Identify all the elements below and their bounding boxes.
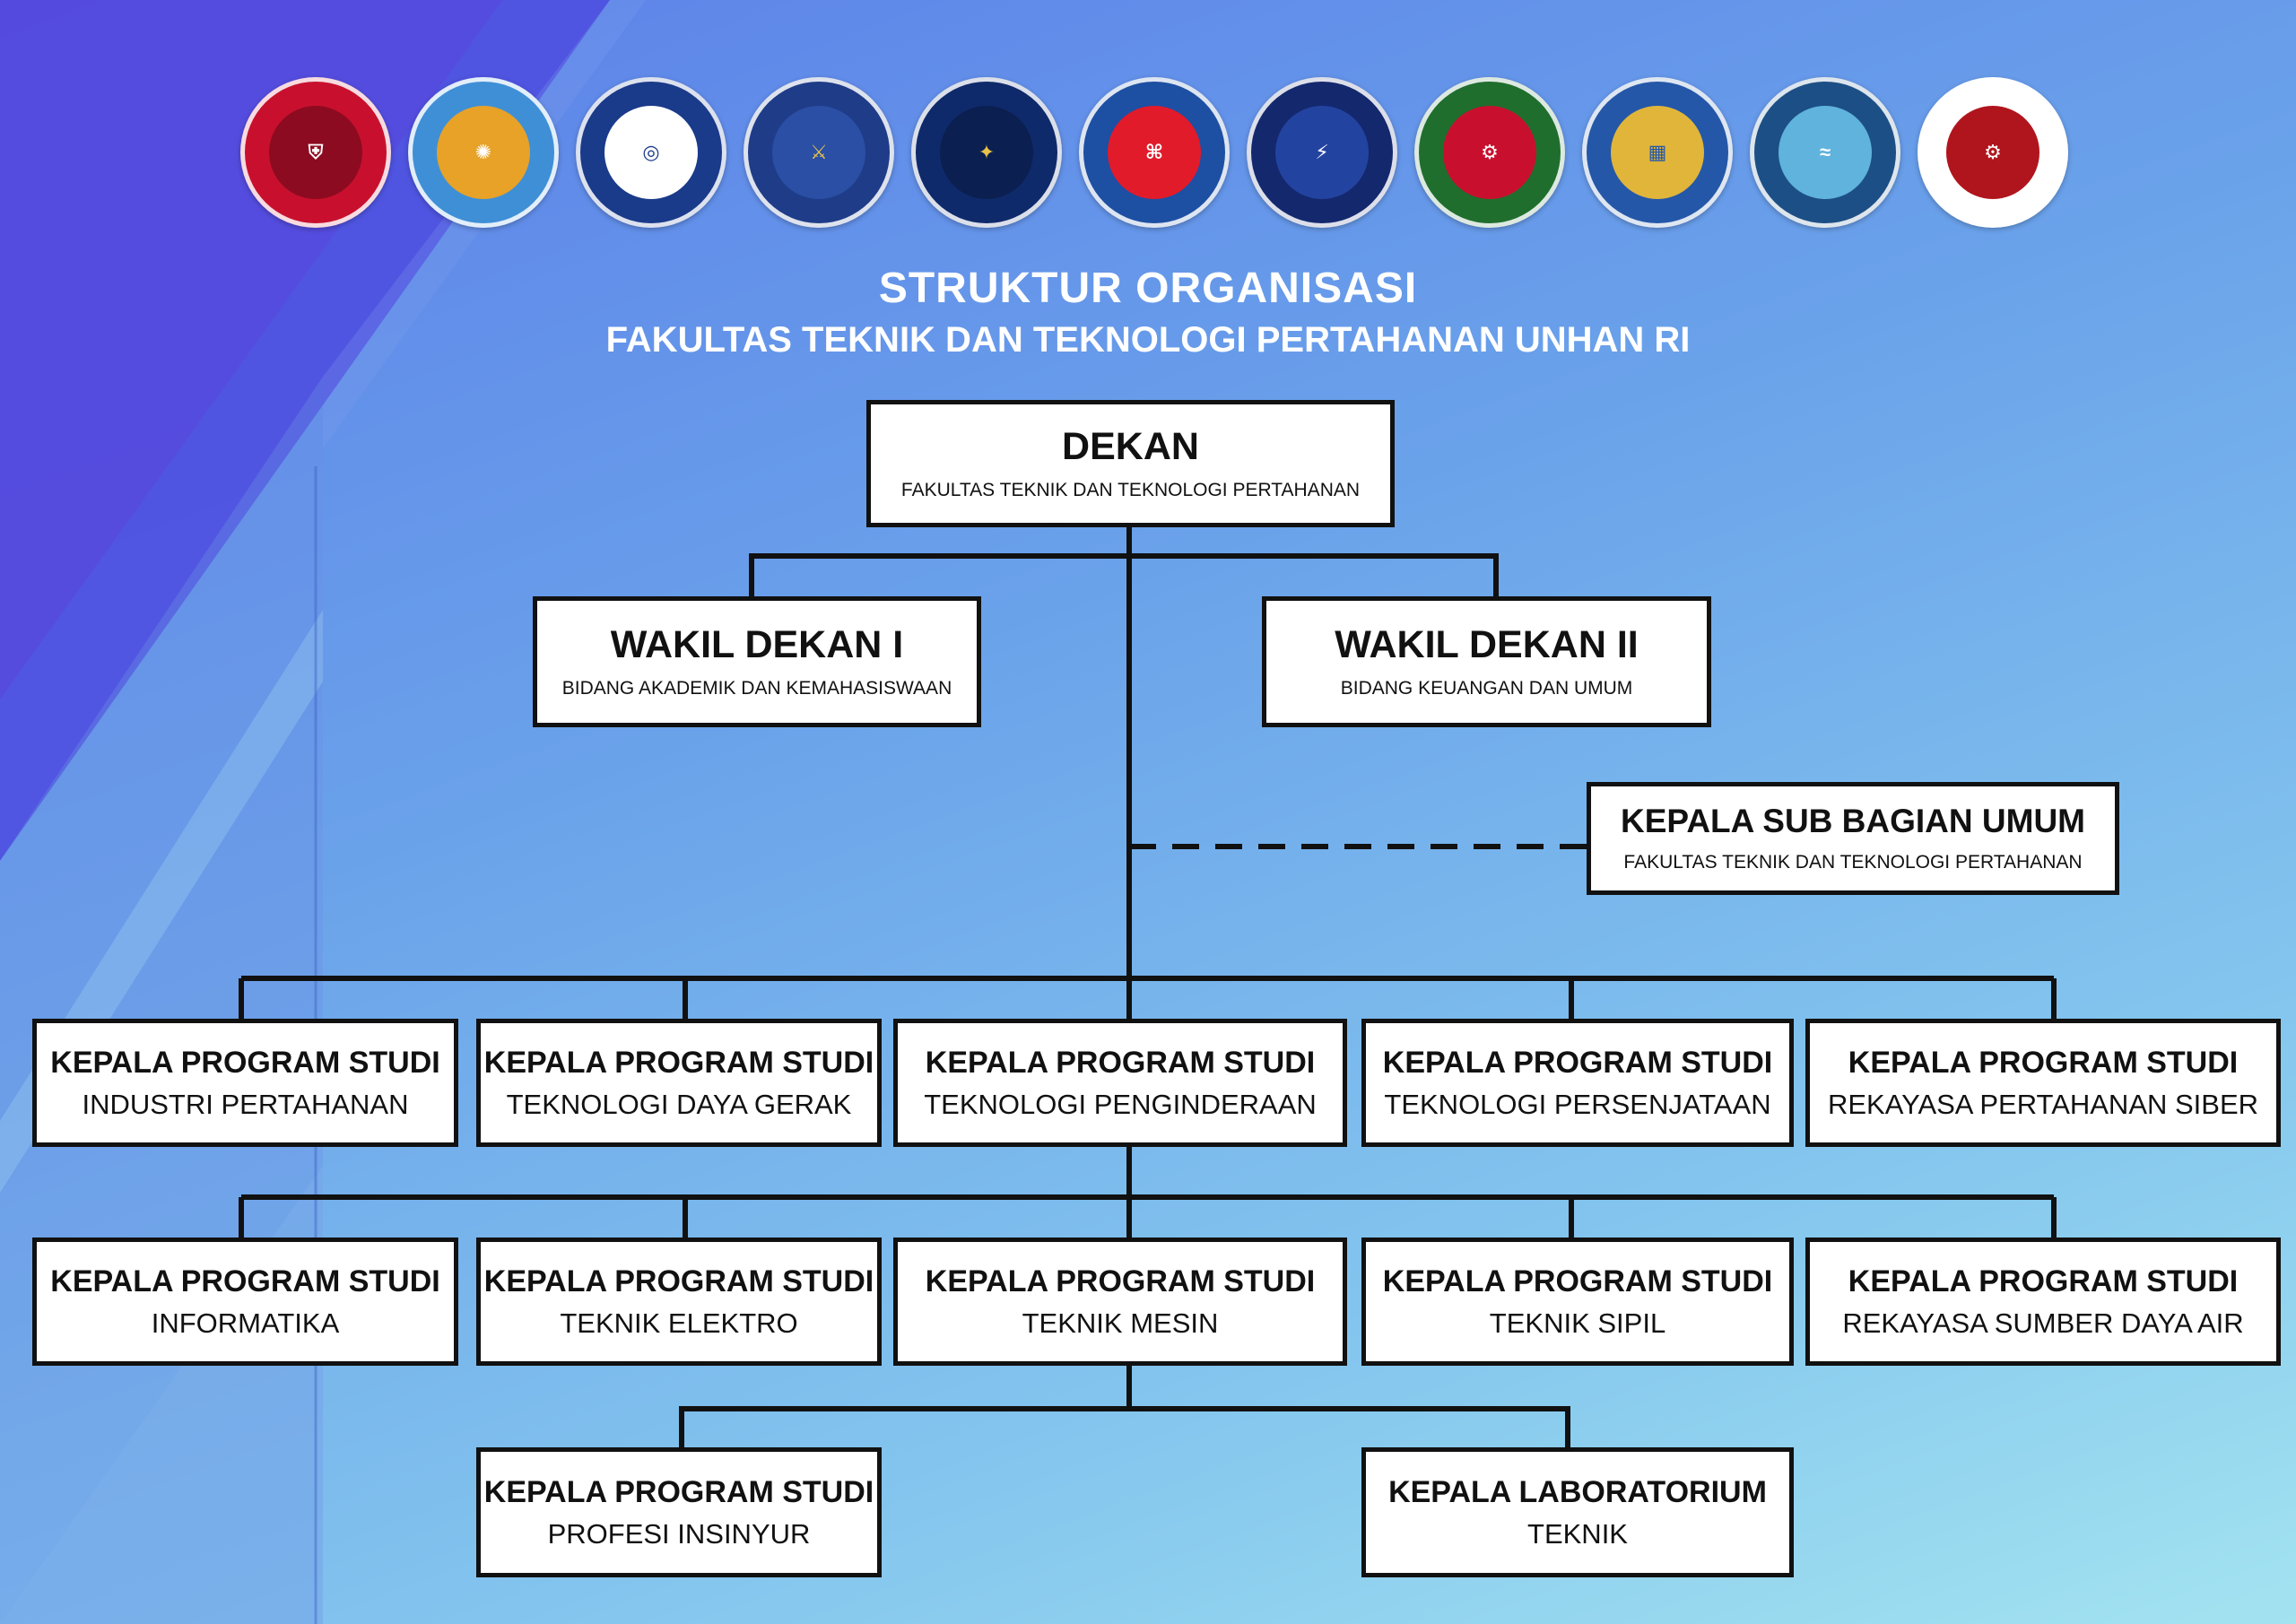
informatics-logo-icon: ⌘ (1079, 77, 1230, 228)
prodi-title: KEPALA PROGRAM STUDI (50, 1045, 440, 1080)
page-title-block: STRUKTUR ORGANISASI FAKULTAS TEKNIK DAN … (0, 264, 2296, 364)
engineer-profession-logo-icon: ⚙ (1918, 77, 2068, 228)
prodi-rekayasa-sumber-daya-air-box: KEPALA PROGRAM STUDI REKAYASA SUMBER DAY… (1805, 1238, 2281, 1366)
prodi-title: KEPALA PROGRAM STUDI (483, 1045, 874, 1080)
propulsion-technology-logo-icon: ✺ (408, 77, 559, 228)
prodi-name: TEKNOLOGI DAYA GERAK (506, 1088, 852, 1120)
page-subtitle: FAKULTAS TEKNIK DAN TEKNOLOGI PERTAHANAN… (605, 320, 1691, 360)
prodi-name: INDUSTRI PERTAHANAN (82, 1088, 409, 1120)
water-resources-engineering-logo-icon: ≈ (1750, 77, 1900, 228)
prodi-title: KEPALA PROGRAM STUDI (925, 1264, 1316, 1298)
prodi-profesi-insinyur-box: KEPALA PROGRAM STUDI PROFESI INSINYUR (476, 1447, 882, 1577)
wakil-dekan-2-subtitle: BIDANG KEUANGAN DAN UMUM (1340, 678, 1633, 699)
kepala-laboratorium-title: KEPALA LABORATORIUM (1388, 1474, 1767, 1509)
prodi-title: KEPALA PROGRAM STUDI (1848, 1264, 2239, 1298)
prodi-title: KEPALA PROGRAM STUDI (50, 1264, 440, 1298)
prodi-teknologi-daya-gerak-box: KEPALA PROGRAM STUDI TEKNOLOGI DAYA GERA… (476, 1019, 882, 1147)
prodi-name: INFORMATIKA (151, 1307, 340, 1339)
prodi-name: REKAYASA PERTAHANAN SIBER (1827, 1088, 2259, 1120)
prodi-name: TEKNIK ELEKTRO (560, 1307, 798, 1339)
prodi-title: KEPALA PROGRAM STUDI (1382, 1045, 1773, 1080)
dekan-subtitle: FAKULTAS TEKNIK DAN TEKNOLOGI PERTAHANAN (900, 480, 1361, 500)
prodi-teknik-sipil-box: KEPALA PROGRAM STUDI TEKNIK SIPIL (1361, 1238, 1794, 1366)
prodi-informatika-box: KEPALA PROGRAM STUDI INFORMATIKA (32, 1238, 458, 1366)
weaponry-technology-logo-icon: ⚔ (744, 77, 894, 228)
prodi-name: PROFESI INSINYUR (547, 1517, 811, 1550)
wakil-dekan-1-subtitle: BIDANG AKADEMIK DAN KEMAHASISWAAN (561, 678, 952, 699)
prodi-title: KEPALA PROGRAM STUDI (1382, 1264, 1773, 1298)
program-logos-row: ⛨ ✺ ◎ ⚔ ✦ ⌘ ⚡ ⚙ ▦ ≈ ⚙ (240, 77, 2068, 228)
prodi-rekayasa-pertahanan-siber-box: KEPALA PROGRAM STUDI REKAYASA PERTAHANAN… (1805, 1019, 2281, 1147)
cyber-defense-engineering-logo-icon: ✦ (911, 77, 1062, 228)
prodi-teknik-mesin-box: KEPALA PROGRAM STUDI TEKNIK MESIN (893, 1238, 1347, 1366)
kepala-sub-bagian-umum-subtitle: FAKULTAS TEKNIK DAN TEKNOLOGI PERTAHANAN (1623, 852, 2083, 873)
prodi-teknik-elektro-box: KEPALA PROGRAM STUDI TEKNIK ELEKTRO (476, 1238, 882, 1366)
military-electrical-engineering-logo-icon: ⚡ (1247, 77, 1397, 228)
wakil-dekan-2-title: WAKIL DEKAN II (1335, 623, 1639, 666)
prodi-teknologi-penginderaan-box: KEPALA PROGRAM STUDI TEKNOLOGI PENGINDER… (893, 1019, 1347, 1147)
wakil-dekan-1-title: WAKIL DEKAN I (610, 623, 904, 666)
prodi-industri-pertahanan-box: KEPALA PROGRAM STUDI INDUSTRI PERTAHANAN (32, 1019, 458, 1147)
prodi-title: KEPALA PROGRAM STUDI (483, 1474, 874, 1509)
dekan-title: DEKAN (1062, 425, 1199, 468)
kepala-sub-bagian-umum-title: KEPALA SUB BAGIAN UMUM (1621, 803, 2085, 839)
dekan-box: DEKAN FAKULTAS TEKNIK DAN TEKNOLOGI PERT… (866, 400, 1395, 527)
prodi-title: KEPALA PROGRAM STUDI (925, 1045, 1316, 1080)
prodi-name: TEKNIK SIPIL (1489, 1307, 1666, 1339)
prodi-name: REKAYASA SUMBER DAYA AIR (1842, 1307, 2244, 1339)
defense-industry-logo-icon: ⛨ (240, 77, 391, 228)
wakil-dekan-1-box: WAKIL DEKAN I BIDANG AKADEMIK DAN KEMAHA… (533, 596, 981, 727)
prodi-name: TEKNOLOGI PENGINDERAAN (924, 1088, 1317, 1120)
mechanical-engineering-logo-icon: ⚙ (1414, 77, 1565, 228)
kepala-laboratorium-name: TEKNIK (1527, 1517, 1628, 1550)
prodi-teknologi-persenjataan-box: KEPALA PROGRAM STUDI TEKNOLOGI PERSENJAT… (1361, 1019, 1794, 1147)
civil-engineering-logo-icon: ▦ (1582, 77, 1733, 228)
wakil-dekan-2-box: WAKIL DEKAN II BIDANG KEUANGAN DAN UMUM (1262, 596, 1711, 727)
prodi-name: TEKNOLOGI PERSENJATAAN (1384, 1088, 1771, 1120)
kepala-laboratorium-teknik-box: KEPALA LABORATORIUM TEKNIK (1361, 1447, 1794, 1577)
sensing-technology-logo-icon: ◎ (576, 77, 726, 228)
prodi-name: TEKNIK MESIN (1022, 1307, 1219, 1339)
prodi-title: KEPALA PROGRAM STUDI (483, 1264, 874, 1298)
kepala-sub-bagian-umum-box: KEPALA SUB BAGIAN UMUM FAKULTAS TEKNIK D… (1587, 782, 2119, 895)
prodi-title: KEPALA PROGRAM STUDI (1848, 1045, 2239, 1080)
page-title: STRUKTUR ORGANISASI (878, 265, 1418, 312)
